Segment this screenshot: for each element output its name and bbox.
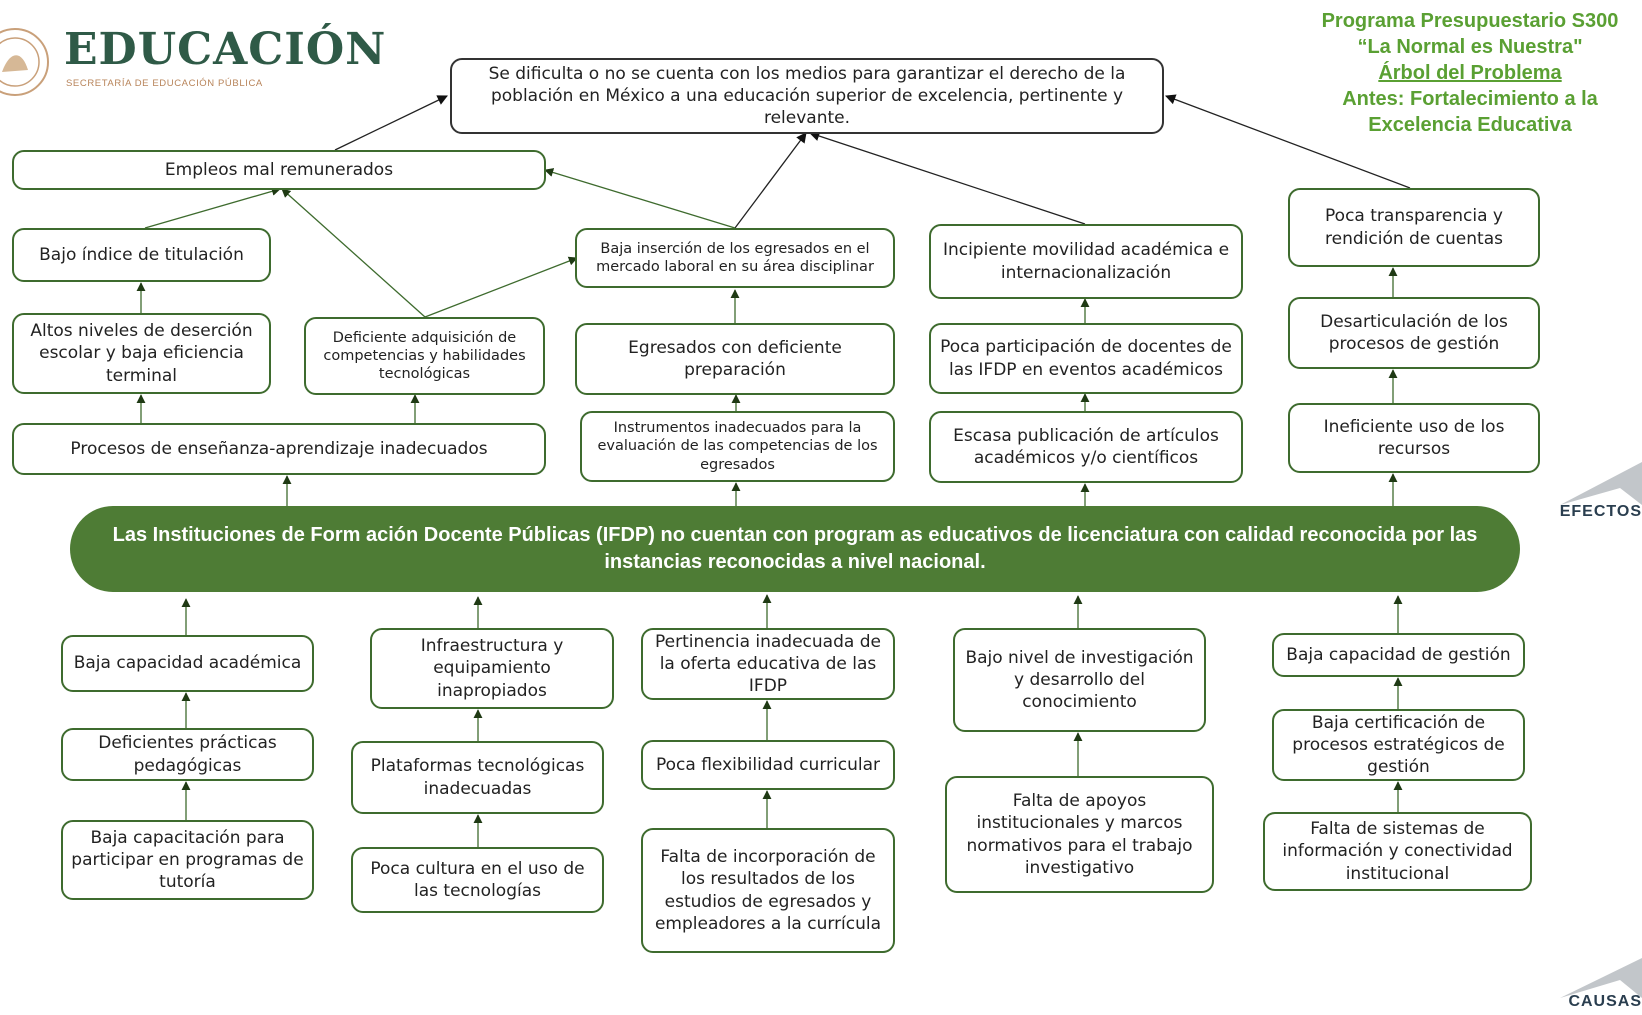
cause-plataformas-box: Plataformas tecnológicas inadecuadas <box>351 741 604 814</box>
header-line-4: Antes: Fortalecimiento a la Excelencia E… <box>1342 88 1598 136</box>
header-line-1: Programa Presupuestario S300 <box>1321 10 1619 32</box>
arrow-insercion-to-empleos <box>544 168 736 229</box>
causes-chevron-shape <box>1560 958 1642 998</box>
cause-certificacion-box: Baja certificación de procesos estratégi… <box>1272 709 1525 781</box>
effect-empleos-box: Empleos mal remunerados <box>12 150 546 190</box>
cause-cap-gestion-box: Baja capacidad de gestión <box>1272 633 1525 677</box>
effect-participacion-box: Poca participación de docentes de las IF… <box>929 323 1243 394</box>
cause-capacitacion-box: Baja capacitación para participar en pro… <box>61 820 314 900</box>
effects-chevron-shape <box>1560 462 1642 505</box>
arrow-titulacion-to-empleos <box>144 186 281 229</box>
cause-practicas-box: Deficientes prácticas pedagógicas <box>61 728 314 781</box>
arrow-adquisicion-to-insercion <box>424 256 578 318</box>
effect-desercion-box: Altos niveles de deserción escolar y baj… <box>12 313 271 394</box>
effect-movilidad-box: Incipiente movilidad académica e interna… <box>929 224 1243 299</box>
cause-cultura-box: Poca cultura en el uso de las tecnología… <box>351 847 604 913</box>
effect-procesos-box: Procesos de enseñanza-aprendizaje inadec… <box>12 423 546 475</box>
cause-cap-academica-box: Baja capacidad académica <box>61 635 314 692</box>
effect-egresados-box: Egresados con deficiente preparación <box>575 323 895 395</box>
arrow-empleos-to-top <box>334 95 448 151</box>
cause-flexibilidad-box: Poca flexibilidad curricular <box>641 740 895 790</box>
arrow-adquisicion-to-empleos <box>281 188 426 318</box>
header-line-3: Árbol del Problema <box>1378 62 1562 84</box>
arrow-movilidad-to-top <box>809 131 1086 225</box>
cause-incorporacion-box: Falta de incorporación de los resultados… <box>641 828 895 953</box>
effect-titulacion-box: Bajo índice de titulación <box>12 228 271 282</box>
cause-pertinencia-box: Pertinencia inadecuada de la oferta educ… <box>641 628 895 700</box>
logo-subtitle: SECRETARÍA DE EDUCACIÓN PÚBLICA <box>66 78 263 89</box>
cause-sistemas-box: Falta de sistemas de información y conec… <box>1263 812 1532 891</box>
effect-instrumentos-box: Instrumentos inadecuados para la evaluac… <box>580 411 895 482</box>
effect-transparencia-box: Poca transparencia y rendición de cuenta… <box>1288 188 1540 267</box>
causes-tag: CAUSAS <box>1568 993 1642 1010</box>
effect-ineficiente-box: Ineficiente uso de los recursos <box>1288 403 1540 473</box>
effects-tag: EFECTOS <box>1559 503 1642 520</box>
program-header: Programa Presupuestario S300 “La Normal … <box>1300 8 1640 138</box>
effect-desarticulacion-box: Desarticulación de los procesos de gesti… <box>1288 297 1540 369</box>
mexico-seal-icon <box>0 28 49 96</box>
logo-title: EDUCACIÓN <box>64 24 387 75</box>
cause-infraestructura-box: Infraestructura y equipamiento inapropia… <box>370 628 614 709</box>
effect-publicacion-box: Escasa publicación de artículos académic… <box>929 411 1243 483</box>
effect-adquisicion-box: Deficiente adquisición de competencias y… <box>304 317 545 395</box>
sep-logo: EDUCACIÓN SECRETARÍA DE EDUCACIÓN PÚBLIC… <box>0 10 385 96</box>
arrow-transparencia-to-top <box>1165 94 1411 189</box>
effect-insercion-box: Baja inserción de los egresados en el me… <box>575 228 895 288</box>
effect-top-box: Se dificulta o no se cuenta con los medi… <box>450 58 1164 134</box>
header-line-2: “La Normal es Nuestra" <box>1357 36 1583 58</box>
cause-investigacion-box: Bajo nivel de investigación y desarrollo… <box>953 628 1206 732</box>
central-problem: Las Instituciones de Form ación Docente … <box>70 506 1520 592</box>
arrow-insercion-to-top <box>734 132 807 229</box>
cause-apoyos-box: Falta de apoyos institucionales y marcos… <box>945 776 1214 893</box>
